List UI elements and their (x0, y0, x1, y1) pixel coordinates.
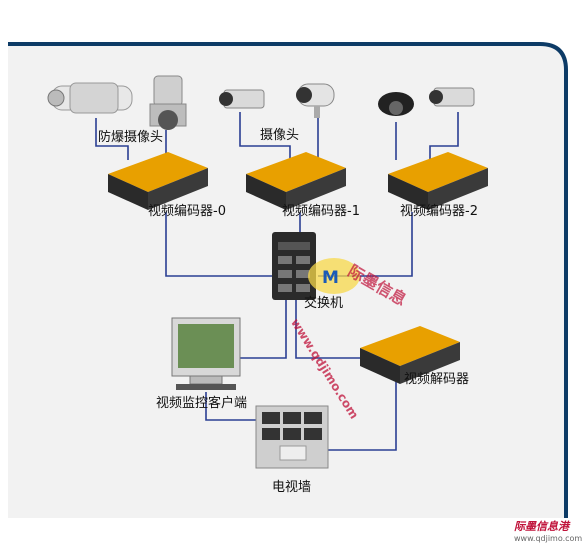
corner-logo: 际墨信息港 www.qdjimo.com (514, 518, 582, 543)
panel-frame (8, 42, 568, 518)
box-camera-icon-2 (429, 87, 475, 107)
label-client: 视频监控客户端 (156, 396, 248, 411)
label-switch: 交换机 (304, 296, 344, 311)
tv-wall-image (255, 405, 329, 469)
label-encoder-1: 视频编码器-1 (282, 204, 360, 219)
explosion-proof-camera-icon (47, 82, 133, 114)
link-cam1-enc0 (95, 118, 129, 160)
connection-lines (95, 112, 459, 451)
label-encoder-0: 视频编码器-0 (148, 204, 226, 219)
dome-camera-icon (378, 92, 414, 116)
label-camera: 摄像头 (260, 128, 300, 143)
link-decoder-tvwall (328, 380, 397, 451)
label-explosion-camera: 防爆摄像头 (98, 130, 164, 145)
decoder-device (360, 326, 460, 384)
box-camera-icon-1 (219, 89, 265, 109)
link-switch-client (240, 300, 287, 359)
link-client-tvwall (205, 392, 256, 421)
monitor-icon (171, 317, 241, 390)
svg-text:M: M (322, 268, 339, 288)
label-tv-wall: 电视墙 (272, 480, 312, 495)
label-encoder-2: 视频编码器-2 (400, 204, 478, 219)
encoder-2-device (388, 152, 488, 210)
explosion-proof-dome-camera-icon (149, 75, 187, 130)
link-enc0-switch (165, 212, 276, 277)
link-cam3-enc1 (239, 112, 291, 160)
logo-watermark: M (308, 258, 360, 294)
corner-brand-text: 际墨信息港 (514, 520, 569, 533)
link-switch-decoder (295, 300, 378, 359)
label-decoder: 视频解码器 (404, 372, 470, 387)
encoder-0-device (108, 152, 208, 210)
corner-url-text: www.qdjimo.com (514, 534, 583, 543)
encoder-1-device (246, 152, 346, 210)
link-cam6-enc2 (429, 112, 459, 160)
bullet-camera-icon (296, 83, 335, 118)
switch-device (272, 232, 316, 300)
